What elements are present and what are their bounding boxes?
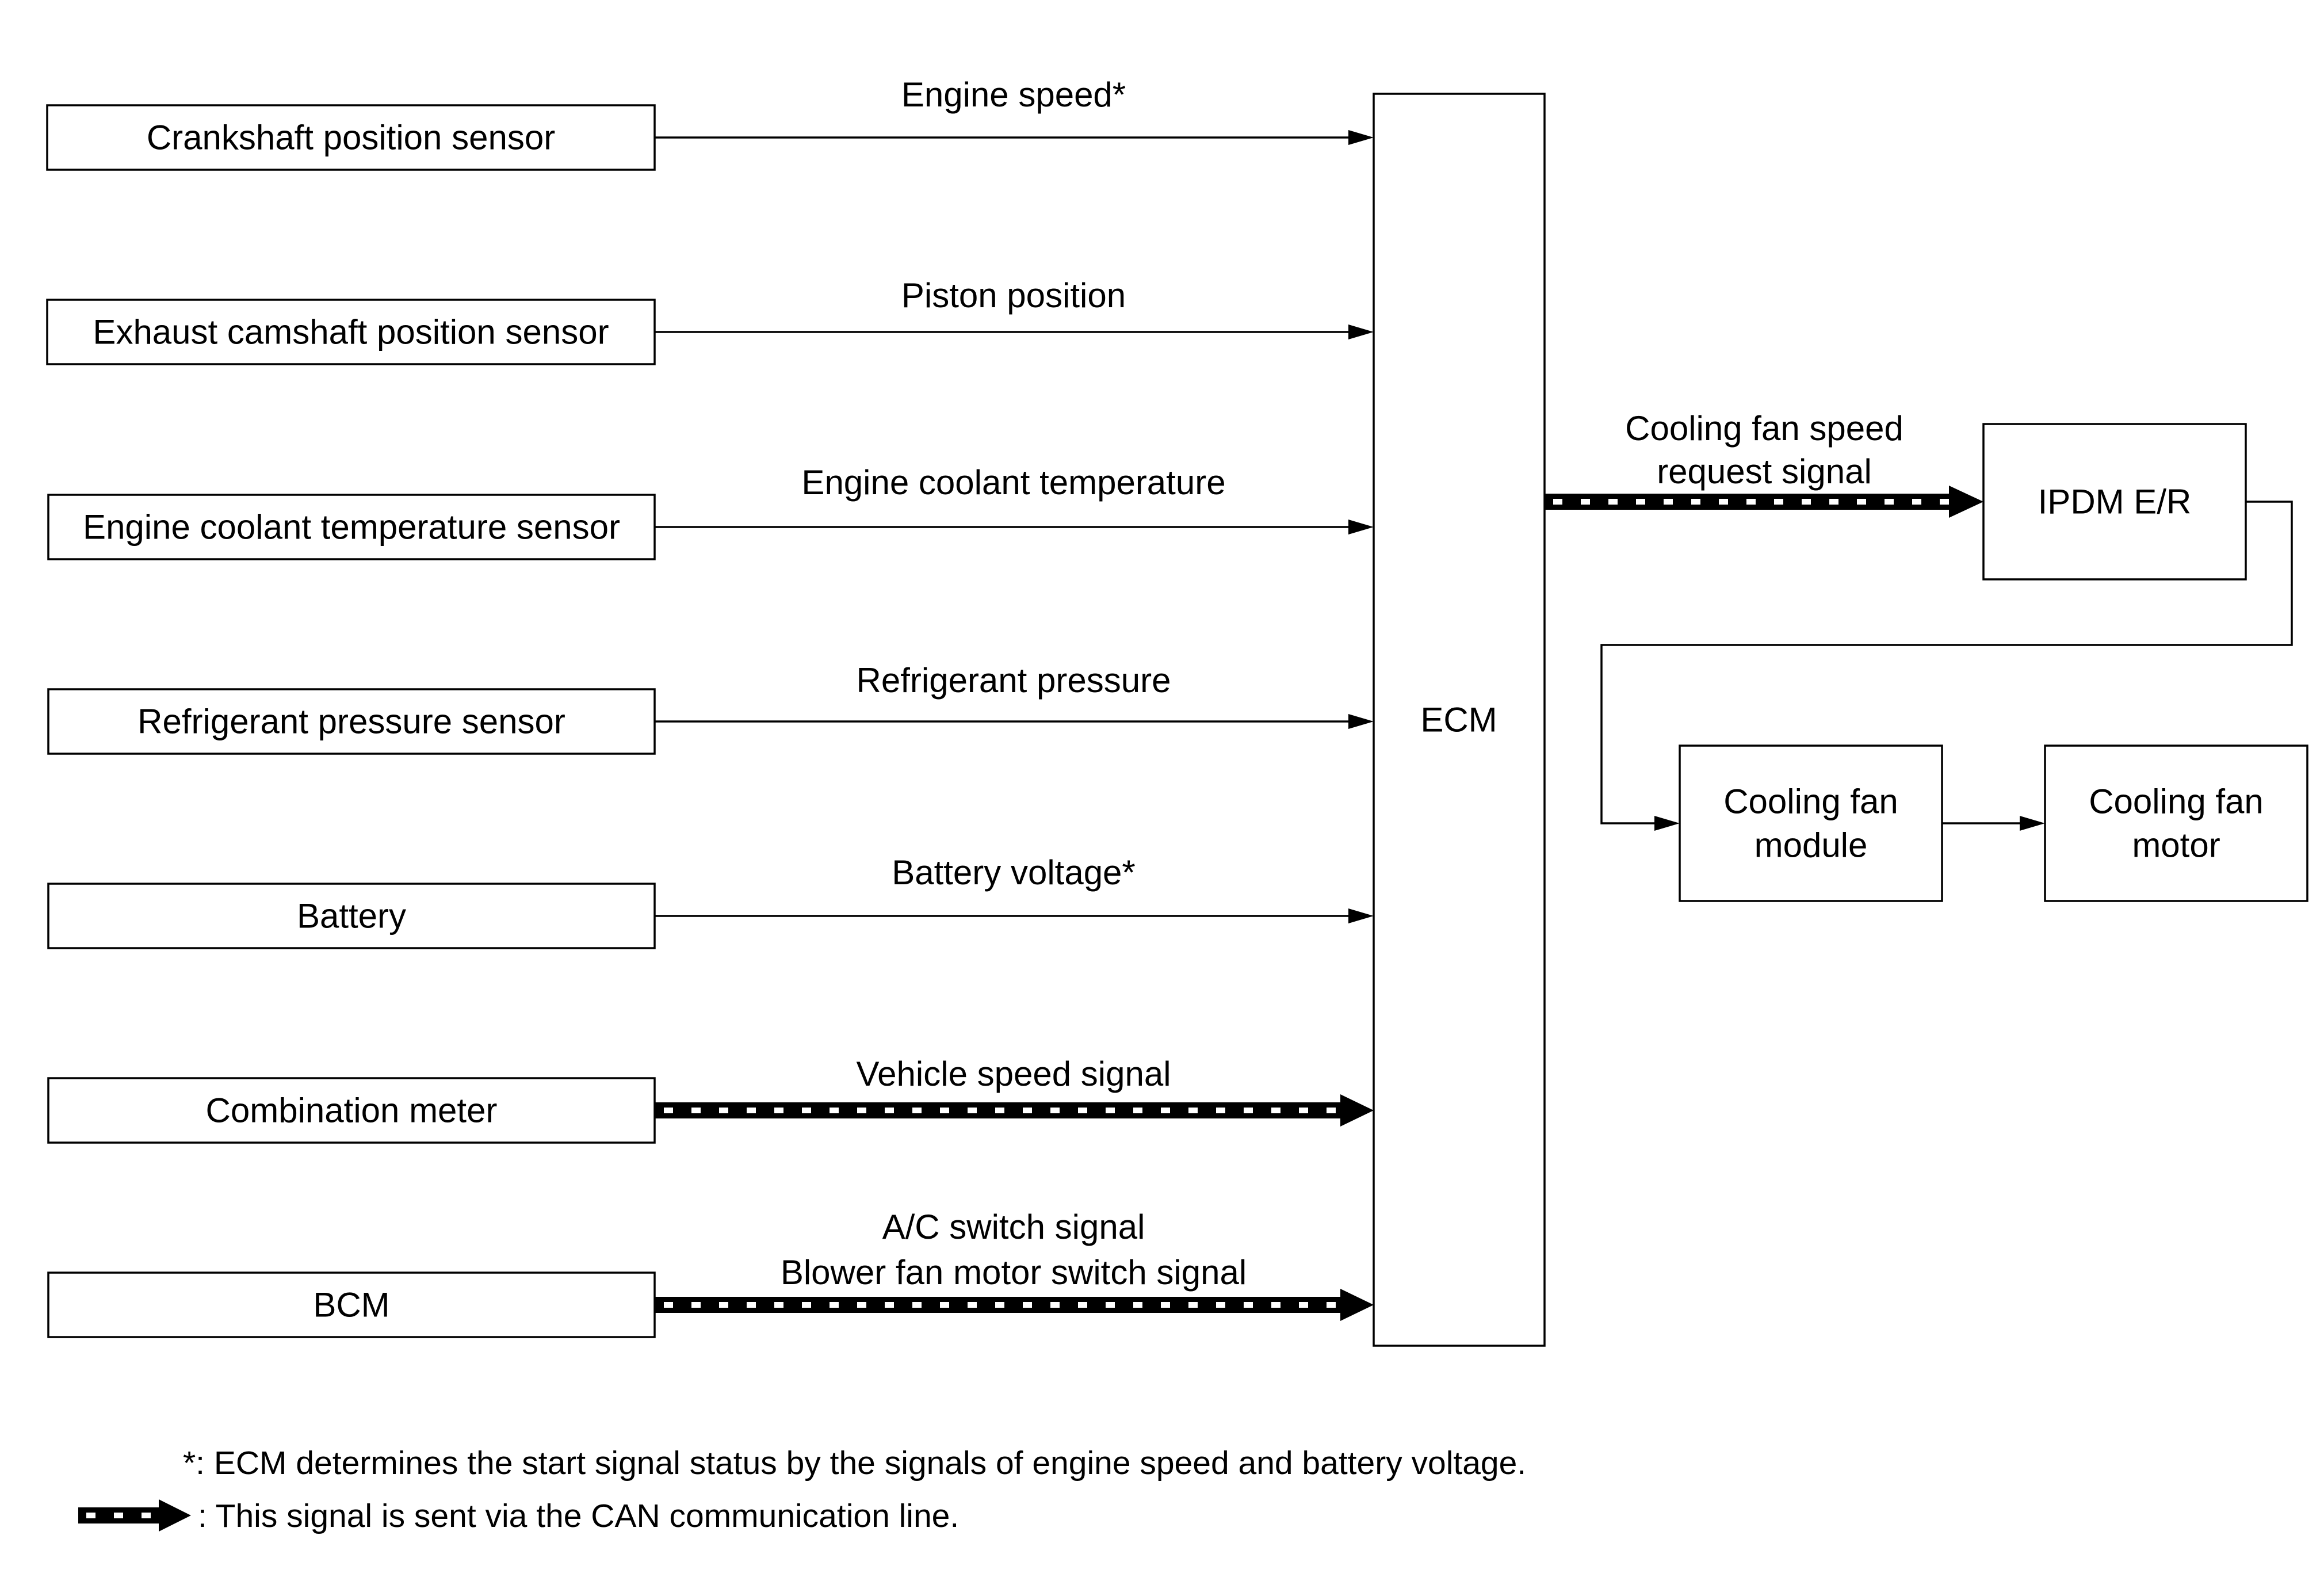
diagram-label: BCM xyxy=(313,1286,389,1324)
diagram-label: Vehicle speed signal xyxy=(856,1055,1171,1093)
diagram-label: Combination meter xyxy=(206,1091,498,1130)
can-line-legend-text: : This signal is sent via the CAN commun… xyxy=(198,1498,959,1534)
input-bcm: BCM A/C switch signal Blower fan motor s… xyxy=(47,1208,1374,1338)
input-engine-coolant-temperature-sensor: Engine coolant temperature sensor Engine… xyxy=(47,463,1374,560)
diagram-label: Exhaust camshaft position sensor xyxy=(93,313,609,352)
input-refrigerant-pressure-sensor: Refrigerant pressure sensor Refrigerant … xyxy=(47,661,1374,755)
diagram-label: Engine coolant temperature sensor xyxy=(83,508,620,547)
diagram-label: request signal xyxy=(1657,452,1872,491)
diagram-label: Cooling fan speed xyxy=(1625,409,1903,448)
ipdm-to-fan-module-wire xyxy=(1600,501,2293,831)
diagram-label: Refrigerant pressure sensor xyxy=(137,702,565,741)
diagram-label: Battery xyxy=(297,897,406,935)
can-line-legend-icon xyxy=(78,1499,191,1532)
input-exhaust-camshaft-position-sensor: Exhaust camshaft position sensor Piston … xyxy=(46,276,1374,365)
diagram-label: Battery voltage* xyxy=(892,853,1136,892)
footnotes: *: ECM determines the start signal statu… xyxy=(78,1445,1526,1534)
diagram-label: motor xyxy=(2132,826,2220,865)
diagram-label: Engine coolant temperature xyxy=(801,463,1225,502)
diagram-label: ECM xyxy=(1420,701,1497,739)
diagram-label: IPDM E/R xyxy=(2038,483,2192,521)
ecm-block: ECM xyxy=(1373,93,1546,1347)
asterisk-note: *: ECM determines the start signal statu… xyxy=(183,1445,1526,1481)
cooling-fan-speed-request-signal: Cooling fan speed request signal xyxy=(1545,409,1983,518)
diagram-label: Blower fan motor switch signal xyxy=(781,1253,1247,1292)
cooling-fan-motor-block: Cooling fan motor xyxy=(2044,744,2308,902)
input-combination-meter: Combination meter Vehicle speed signal xyxy=(47,1055,1374,1144)
diagram-label: module xyxy=(1755,826,1868,865)
input-battery: Battery Battery voltage* xyxy=(47,853,1374,949)
diagram-label: Cooling fan xyxy=(2089,782,2264,821)
diagram-label: Engine speed* xyxy=(901,75,1126,114)
diagram-label: Piston position xyxy=(901,276,1126,315)
diagram-label: Cooling fan xyxy=(1723,782,1898,821)
fan-module-to-motor-wire xyxy=(1942,816,2045,831)
diagram-label: Refrigerant pressure xyxy=(857,661,1171,700)
ipdm-er-block: IPDM E/R xyxy=(1982,423,2247,581)
cooling-fan-module-block: Cooling fan module xyxy=(1679,744,1943,902)
input-crankshaft-position-sensor: Crankshaft position sensor Engine speed* xyxy=(46,75,1374,171)
diagram-label: Crankshaft position sensor xyxy=(147,119,555,157)
diagram-label: A/C switch signal xyxy=(882,1208,1145,1246)
